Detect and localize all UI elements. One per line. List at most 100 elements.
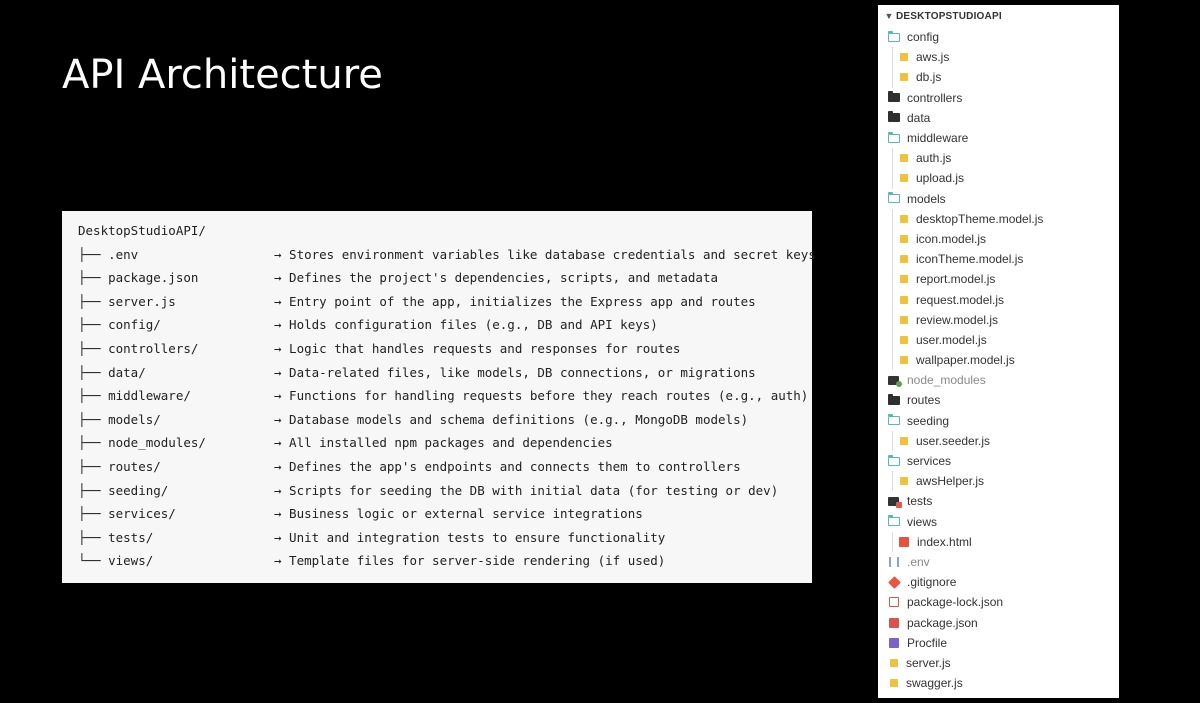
code-line-tree: ├── .env [78,246,139,262]
explorer-item[interactable]: index.html [878,531,1119,552]
explorer-item-label: user.seeder.js [916,433,991,448]
tests-folder-icon [888,496,902,508]
js-file-icon [900,295,908,304]
explorer-item-label: config [907,30,940,45]
explorer-item-label: data [907,110,931,125]
code-line: ├── config/→ Holds configuration files (… [78,313,812,337]
explorer-item[interactable]: package.json [878,612,1119,632]
explorer-item[interactable]: config [878,27,1119,47]
explorer-item[interactable]: aws.js [878,47,1119,68]
code-line-tree: ├── server.js [78,293,176,309]
code-line-tree: ├── data/ [78,364,146,380]
js-file-icon [900,53,908,62]
js-file-icon [900,234,908,243]
explorer-item[interactable]: models [878,189,1119,209]
code-root: DesktopStudioAPI/ [78,223,206,238]
js-file-icon [900,436,908,445]
code-line-tree: ├── controllers/ [78,340,199,356]
explorer-item-label: seeding [907,413,950,428]
code-line: ├── package.json→ Defines the project's … [78,266,812,290]
code-line-tree: ├── tests/ [78,529,154,545]
explorer-item[interactable]: iconTheme.model.js [878,249,1119,270]
explorer-item[interactable]: wallpaper.model.js [878,350,1119,371]
explorer-item[interactable]: icon.model.js [878,228,1119,250]
indent-guide [892,350,893,371]
code-line-tree: ├── package.json [78,270,199,286]
explorer-item-label: auth.js [916,151,952,166]
js-file-icon [900,315,908,324]
code-line: ├── data/ → Data-related files, like mode… [78,361,812,385]
code-line-description: → Template files for server-side renderi… [274,553,666,569]
explorer-item[interactable]: user.model.js [878,329,1119,350]
code-line-description: → Data-related files, like models, DB co… [274,364,756,380]
indent-guide [892,228,893,250]
explorer-item[interactable]: services [878,451,1119,471]
explorer-item[interactable]: server.js [878,653,1119,673]
chevron-down-icon: ▼ [884,11,894,21]
code-line-tree: ├── routes/ [78,458,161,474]
folder-open-icon [887,515,900,527]
code-line-description: → Defines the app's endpoints and connec… [274,458,741,474]
explorer-item-label: review.model.js [916,312,999,327]
explorer-item[interactable]: seeding [878,411,1119,431]
code-line-description: → Scripts for seeding the DB with initia… [274,482,779,498]
code-line-description: → Holds configuration files (e.g., DB an… [274,317,658,333]
explorer-item-label: routes [907,393,941,408]
slide-title: API Architecture [62,52,383,98]
indent-guide [892,269,893,290]
code-line-description: → Logic that handles requests and respon… [274,340,681,356]
indent-guide [892,471,893,492]
js-file-icon [900,275,908,284]
js-file-icon [890,679,898,688]
code-line: ├── services/→ Business logic or externa… [78,502,812,526]
folder-open-icon [887,454,900,466]
explorer-item[interactable]: upload.js [878,168,1119,189]
folder-closed-icon [888,91,900,103]
indent-guide [892,249,893,270]
explorer-item-label: awsHelper.js [916,474,985,489]
explorer-header[interactable]: ▼ DESKTOPSTUDIOAPI [878,5,1119,27]
explorer-item[interactable]: swagger.js [878,673,1119,693]
explorer-item-label: report.model.js [916,272,996,287]
code-line: ├── middleware/→ Functions for handling … [78,384,812,408]
folder-open-icon [887,131,900,143]
explorer-item[interactable]: data [878,108,1119,128]
explorer-item[interactable]: package-lock.json [878,592,1119,612]
js-file-icon [890,658,898,667]
explorer-item[interactable]: db.js [878,67,1119,88]
explorer-item[interactable]: tests [878,491,1119,511]
explorer-item[interactable]: .env [878,552,1119,572]
env-file-icon [889,556,899,567]
explorer-item[interactable]: report.model.js [878,269,1119,290]
explorer-item[interactable]: Procfile [878,633,1119,653]
explorer-item[interactable]: review.model.js [878,309,1119,330]
explorer-item[interactable]: middleware [878,128,1119,148]
explorer-item[interactable]: .gitignore [878,572,1119,592]
explorer-item[interactable]: desktopTheme.model.js [878,208,1119,229]
explorer-item[interactable]: routes [878,390,1119,410]
explorer-item-label: swagger.js [906,676,963,691]
explorer-item[interactable]: awsHelper.js [878,471,1119,492]
folder-closed-icon [888,393,900,405]
code-line: ├── controllers/ → Logic that handles req… [78,337,812,361]
code-line-tree: └── views/ [78,553,154,569]
code-line-tree: ├── models/ [78,411,161,427]
explorer-item[interactable]: user.seeder.js [878,430,1119,451]
folder-open-icon [887,192,900,204]
explorer-item[interactable]: request.model.js [878,289,1119,310]
explorer-item-label: middleware [907,131,969,146]
code-panel: DesktopStudioAPI/ ├── .env→ Stores envir… [62,211,816,583]
explorer-item[interactable]: controllers [878,88,1119,108]
explorer-item[interactable]: node_modules [878,370,1119,390]
code-line-description: → Database models and schema definitions… [274,411,749,427]
indent-guide [892,309,893,330]
code-line: ├── server.js→ Entry point of the app, i… [78,290,812,314]
explorer-item[interactable]: views [878,512,1119,532]
js-file-icon [900,174,908,183]
explorer-item-label: services [907,454,952,469]
indent-guide [892,168,893,189]
procfile-icon [889,637,899,648]
folder-closed-icon [888,111,900,123]
explorer-item[interactable]: auth.js [878,148,1119,169]
